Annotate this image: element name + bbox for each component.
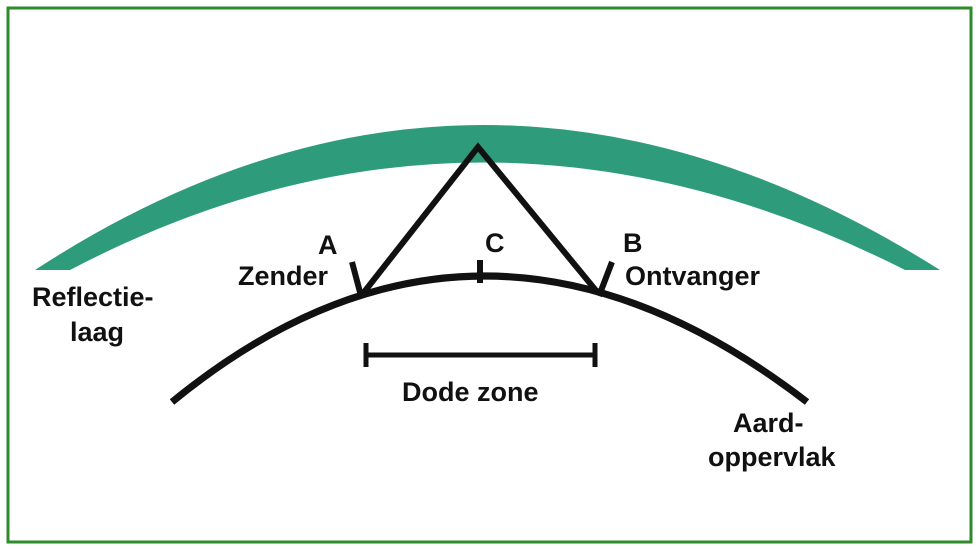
point-b-label: B	[623, 228, 643, 258]
point-c-label: C	[485, 228, 505, 258]
earth-surface-label-line1: Aard-	[733, 408, 804, 438]
dead-zone-label: Dode zone	[402, 377, 539, 407]
transmitter-antenna	[349, 261, 364, 297]
earth-surface-label-line2: oppervlak	[708, 442, 837, 472]
receiver-label: Ontvanger	[625, 261, 761, 291]
reflection-layer-label-line1: Reflectie-	[32, 282, 154, 312]
reflection-layer-label-line2: laag	[70, 317, 124, 347]
receiver-antenna	[596, 260, 615, 298]
point-a-label: A	[318, 230, 338, 260]
diagram-border	[6, 6, 973, 544]
reflection-layer-band	[35, 125, 940, 270]
signal-path	[358, 142, 601, 298]
earth-surface-arc	[169, 272, 810, 405]
transmitter-label: Zender	[238, 261, 329, 291]
